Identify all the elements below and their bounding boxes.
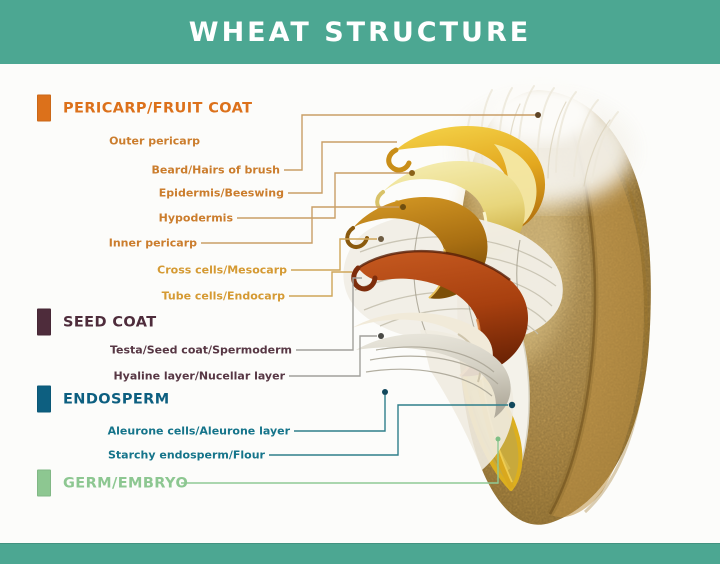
inner-pericarp-line: [201, 206, 399, 244]
leader-lines: [181, 112, 541, 484]
cross-cells-dot: [378, 236, 384, 242]
label-hypodermis: Hypodermis: [158, 211, 233, 225]
tube-cells-line: [289, 271, 352, 297]
kernel-right-lobe: [551, 102, 644, 518]
endosperm-bullet-icon: [37, 385, 51, 413]
label-aleurone-cells-layer: Aleurone cells/Aleurone layer: [107, 424, 290, 438]
label-testa-seed-coat-spermoderm: Testa/Seed coat/Spermoderm: [110, 343, 292, 357]
hyaline-aleurone-curl: [356, 333, 511, 418]
germ-bullet-icon: [37, 469, 51, 497]
label-tube-cells-endocarp: Tube cells/Endocarp: [161, 289, 285, 303]
aleurone-line: [294, 395, 386, 432]
cross-cells-line: [291, 238, 377, 271]
page-title: WHEAT STRUCTURE: [188, 16, 532, 48]
label-cross-cells-mesocarp: Cross cells/Mesocarp: [157, 263, 287, 277]
beard-dot: [535, 112, 541, 118]
pericarp-header-label: PERICARP/FRUIT COAT: [63, 100, 253, 116]
germ-header-label: GERM/EMBRYO: [63, 475, 189, 491]
label-beard-hairs-of-brush: Beard/Hairs of brush: [151, 163, 280, 177]
testa-line: [296, 277, 362, 351]
hyaline-line: [289, 335, 377, 377]
seed-coat-header-label: SEED COAT: [63, 314, 157, 330]
label-starchy-endosperm-flour: Starchy endosperm/Flour: [108, 448, 265, 462]
hyaline-dot: [378, 333, 384, 339]
germ-dot: [495, 436, 501, 442]
hypodermis-line: [237, 172, 409, 219]
label-epidermis-beeswing: Epidermis/Beeswing: [158, 186, 284, 200]
section-header-seed-coat: SEED COAT: [37, 308, 157, 336]
epidermis-line: [288, 141, 397, 194]
starchy-dot: [508, 401, 516, 409]
beard-line: [284, 114, 535, 171]
section-header-endosperm: ENDOSPERM: [37, 385, 170, 413]
label-outer-pericarp: Outer pericarp: [109, 134, 200, 148]
label-hyaline-nucellar-layer: Hyaline layer/Nucellar layer: [113, 369, 285, 383]
footer-bar: [0, 543, 720, 564]
title-banner: WHEAT STRUCTURE: [0, 0, 720, 64]
germ-line: [181, 441, 499, 484]
pericarp-bullet-icon: [37, 94, 51, 122]
section-header-germ: GERM/EMBRYO: [37, 469, 189, 497]
label-inner-pericarp: Inner pericarp: [108, 236, 197, 250]
hypodermis-dot: [409, 170, 415, 176]
seed-coat-bullet-icon: [37, 308, 51, 336]
starchy-line: [269, 404, 508, 456]
inner-pericarp-dot: [400, 204, 406, 210]
endosperm-header-label: ENDOSPERM: [63, 391, 170, 407]
aleurone-dot: [382, 389, 388, 395]
section-header-pericarp: PERICARP/FRUIT COAT: [37, 94, 253, 122]
